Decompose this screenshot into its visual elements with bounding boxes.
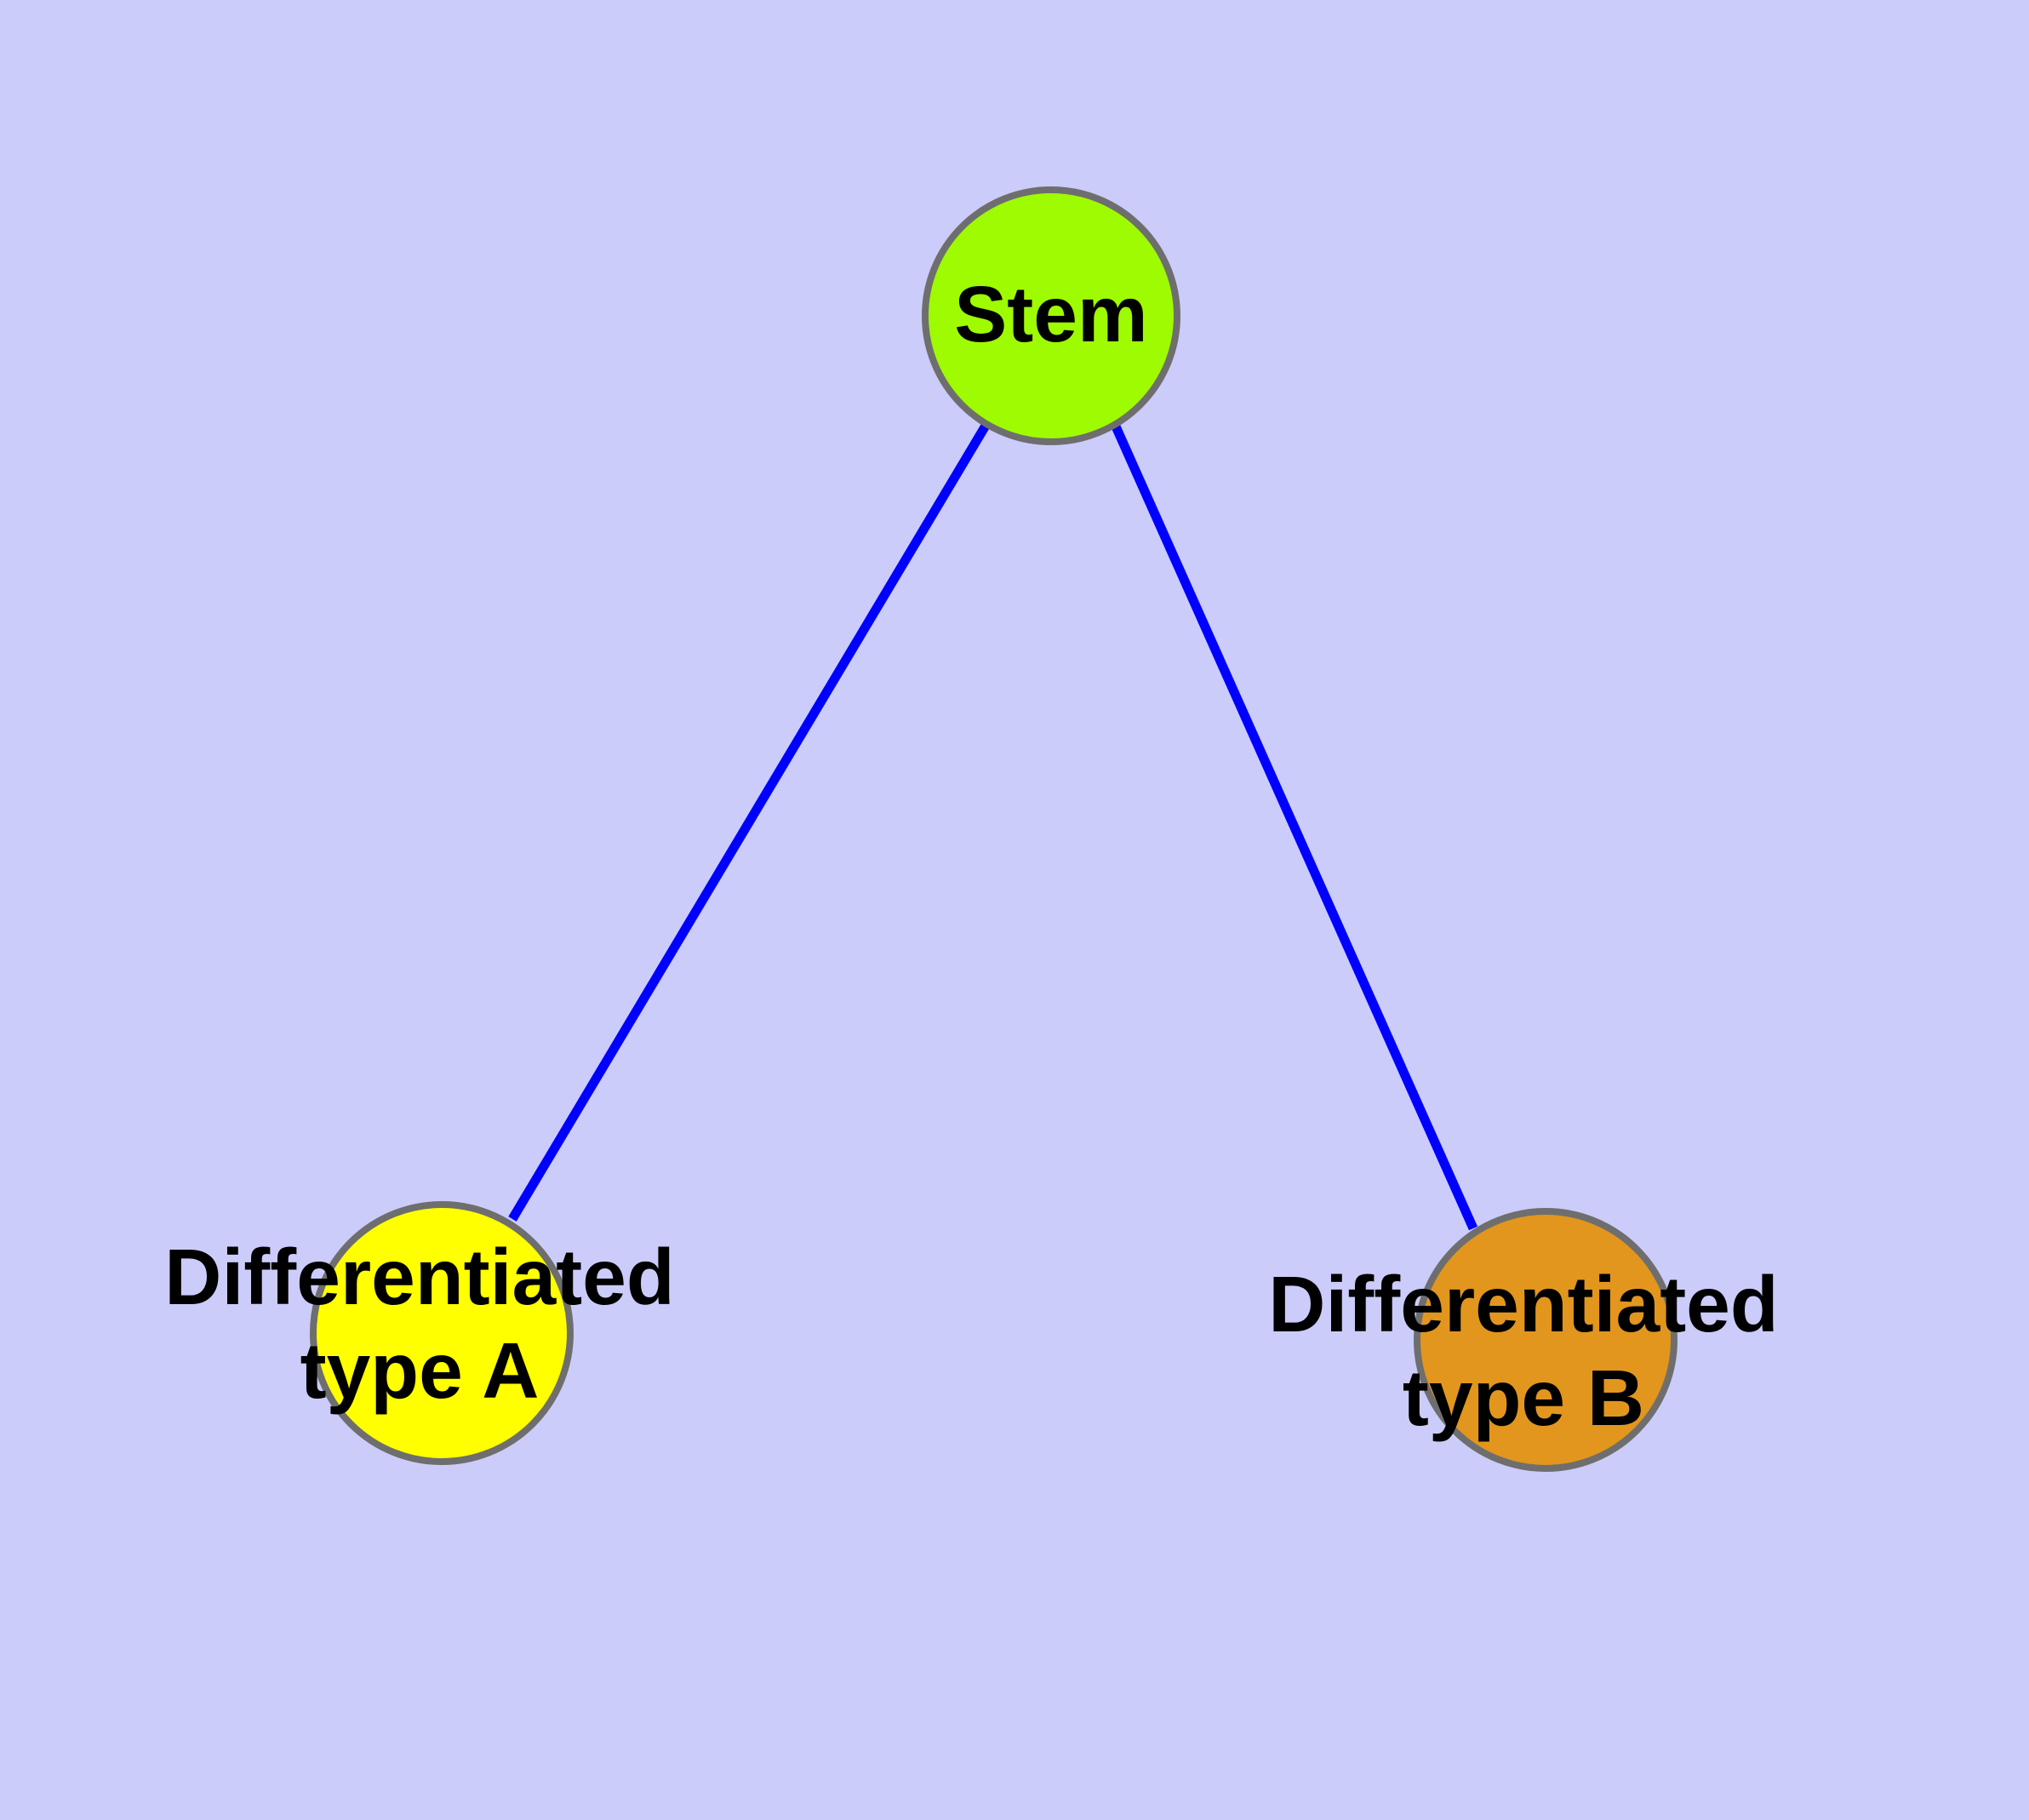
node-label-line: type B bbox=[1403, 1353, 1644, 1441]
node-circle-stem[interactable] bbox=[922, 186, 1180, 445]
edge-stem-to-diff-a bbox=[508, 423, 990, 1222]
node-label-stem: Stem bbox=[954, 270, 1147, 358]
node-circle-diff-b[interactable] bbox=[1414, 1208, 1677, 1472]
edges-group bbox=[508, 423, 1478, 1231]
node-stem[interactable]: Stem bbox=[922, 186, 1180, 445]
node-label-line: Differentiated bbox=[1268, 1260, 1778, 1348]
node-label-line: Differentiated bbox=[164, 1233, 674, 1321]
node-label-line: Stem bbox=[954, 270, 1147, 358]
node-label-line: type A bbox=[300, 1325, 540, 1414]
edge-stem-to-diff-b bbox=[1111, 424, 1478, 1231]
node-circle-diff-a[interactable] bbox=[310, 1201, 574, 1465]
